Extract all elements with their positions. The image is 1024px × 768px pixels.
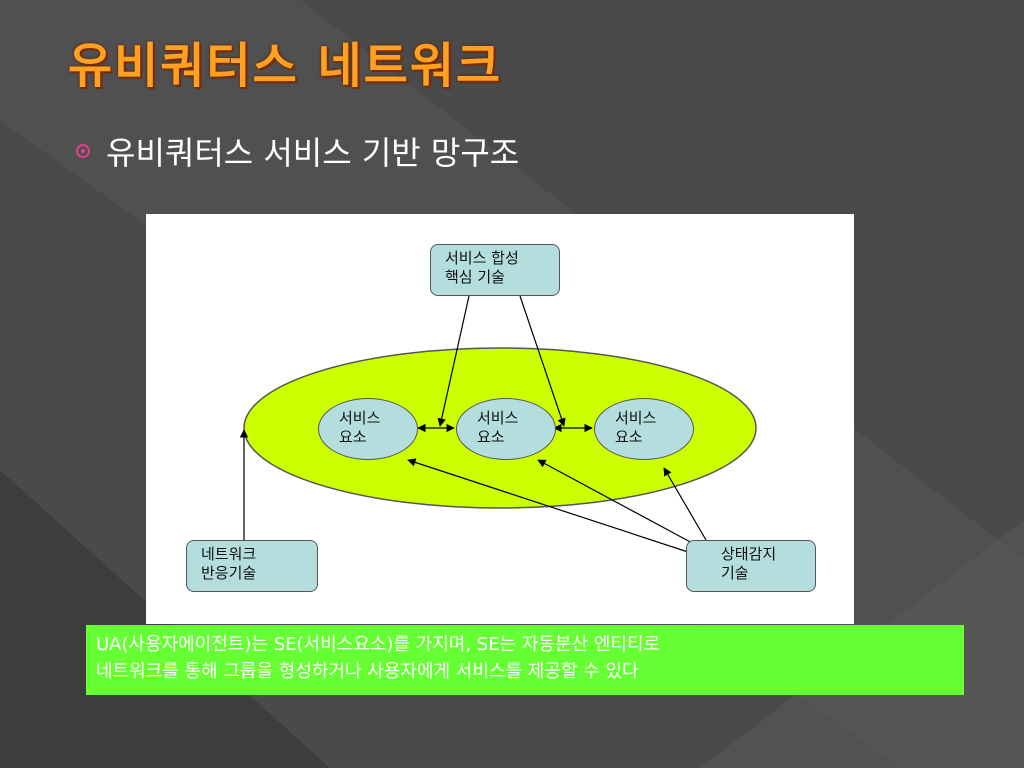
arrow-top-to-right-link [519,295,566,427]
bullet-text: 유비쿼터스 서비스 기반 망구조 [106,134,520,172]
slide-title: 유비쿼터스 네트워크 [68,38,503,94]
caption-box: UA(사용자에이전트)는 SE(서비스요소)를 가지며, SE는 자동분산 엔티… [86,625,964,695]
arrow-right-box-to-element-1 [407,458,689,553]
service-element-3: 서비스 요소 [594,398,694,460]
network-response-box: 네트워크 반응기술 [186,540,318,592]
service-composition-box: 서비스 합성 핵심 기술 [430,244,560,296]
arrow-right-box-to-element-2 [537,459,695,545]
arrow-top-to-left-link [437,295,470,427]
service-element-1: 서비스 요소 [318,398,418,460]
bullet-circle-icon [76,144,90,158]
bullet-item: 유비쿼터스 서비스 기반 망구조 [76,128,519,174]
arrow-right-box-to-element-3 [663,467,707,541]
network-diagram: 서비스 합성 핵심 기술 서비스 요소 서비스 요소 서비스 요소 네트워크 반… [146,214,854,624]
state-sensing-box: 상태감지 기술 [686,540,816,592]
service-element-2: 서비스 요소 [456,398,556,460]
